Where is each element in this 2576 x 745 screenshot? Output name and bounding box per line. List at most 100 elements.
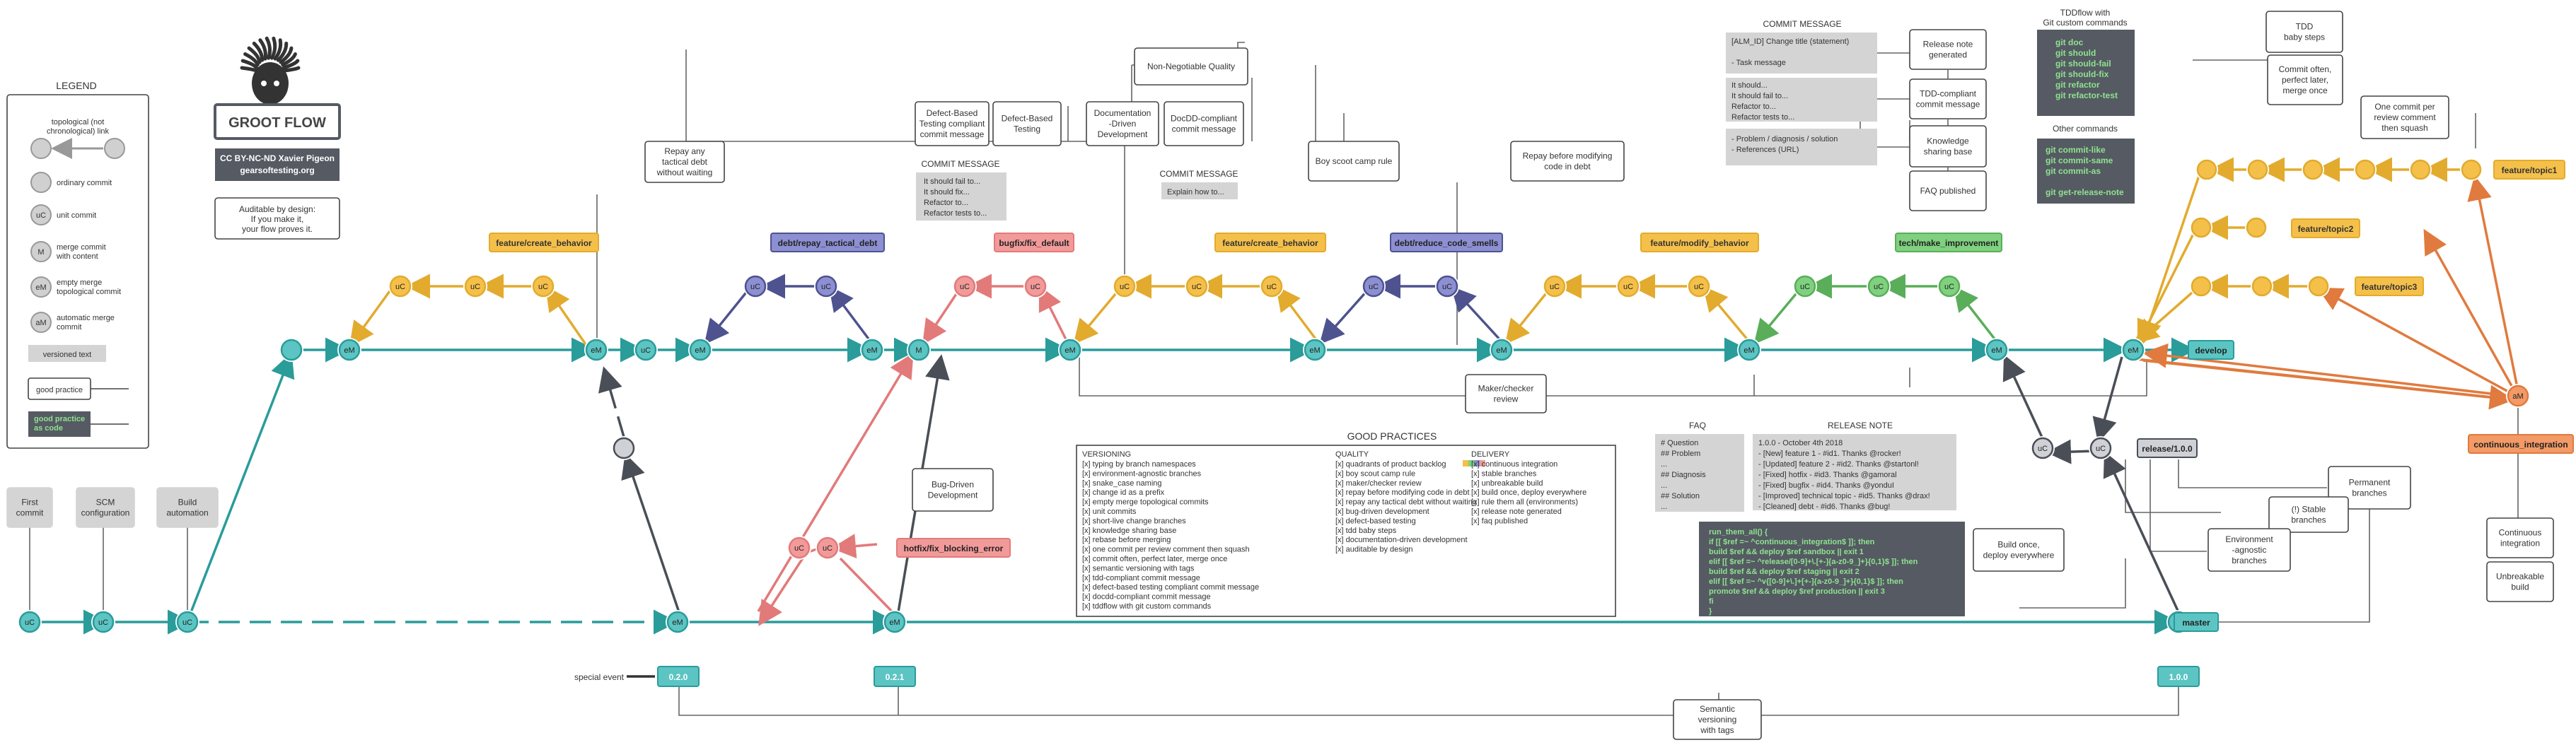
release-commit[interactable]: uC: [2031, 436, 2055, 460]
faq-line: ## Problem: [1661, 450, 1700, 458]
build-automation-note-text: automation: [166, 508, 208, 518]
develop-merge-commit[interactable]: M: [907, 338, 931, 362]
quality-item: [x] repay any tactical debt without wait…: [1335, 498, 1477, 507]
branch-link: [1275, 286, 1318, 342]
hotfix-commit[interactable]: uC: [787, 536, 811, 560]
topic1-commit[interactable]: [2460, 158, 2483, 181]
topic1-commit[interactable]: [2246, 158, 2269, 181]
semantic-versioning-note-text: Semantic: [1700, 704, 1735, 714]
legend-text: commit: [57, 323, 81, 332]
versioning-item: [x] rebase before merging: [1082, 536, 1171, 544]
develop-commit[interactable]: eM: [1058, 338, 1082, 362]
master-commit-0-2-1[interactable]: eM: [883, 610, 907, 634]
commit-node-label: eM: [1496, 346, 1507, 355]
branch-feature-topic2[interactable]: feature/topic2: [2291, 218, 2360, 238]
commit-message-line: - Task message: [1731, 59, 1786, 67]
master-commit-first[interactable]: uC: [18, 610, 42, 634]
develop-commit[interactable]: eM: [1985, 338, 2009, 362]
develop-commit[interactable]: eM: [584, 338, 608, 362]
tag-0-2-1[interactable]: 0.2.1: [874, 666, 916, 687]
commit-node-label: uC: [1442, 283, 1452, 291]
topic1-commit[interactable]: [2354, 158, 2377, 181]
commit-node-label: uC: [538, 283, 548, 291]
ci-automerge-commit[interactable]: aM: [2506, 384, 2530, 408]
topic3-commit[interactable]: [2190, 275, 2212, 298]
master-commit-build[interactable]: uC: [175, 610, 199, 634]
topic1-commit[interactable]: [2195, 158, 2218, 181]
versioning-item: [x] change id as a prefix: [1082, 488, 1165, 497]
branch-name: continuous_integration: [2473, 440, 2568, 450]
feature-commit[interactable]: uC: [1185, 274, 1209, 298]
branch-feature-topic3[interactable]: feature/topic3: [2355, 276, 2424, 296]
branch-release[interactable]: release/1.0.0: [2137, 438, 2198, 458]
release-commit[interactable]: [612, 436, 636, 460]
feature-commit[interactable]: uC: [1687, 274, 1711, 298]
tag-1-0-0[interactable]: 1.0.0: [2157, 666, 2200, 687]
master-commit-scm[interactable]: uC: [91, 610, 115, 634]
versioning-item: [x] docdd-compliant commit message: [1082, 593, 1211, 602]
feature-commit[interactable]: uC: [388, 274, 412, 298]
tech-commit[interactable]: uC: [1793, 274, 1817, 298]
bugfix-commit[interactable]: uC: [1023, 274, 1048, 298]
branch-develop[interactable]: develop: [2188, 340, 2234, 360]
feature-commit[interactable]: uC: [463, 274, 487, 298]
topic1-commit[interactable]: [2302, 158, 2324, 181]
tech-commit[interactable]: uC: [1937, 274, 1961, 298]
topic3-commit[interactable]: [2307, 275, 2330, 298]
tdd-compliant-note-text: commit message: [1916, 100, 1980, 110]
branch-tech-make-improvement[interactable]: tech/make_improvement: [1895, 233, 2002, 252]
develop-first-commit[interactable]: [279, 338, 303, 362]
develop-commit[interactable]: eM: [1490, 338, 1514, 362]
commit-message-line: [ALM_ID] Change title (statement): [1731, 37, 1849, 46]
topic2-commit[interactable]: [2190, 216, 2212, 239]
feature-commit[interactable]: uC: [1616, 274, 1640, 298]
quality-item: [x] bug-driven development: [1335, 508, 1429, 516]
release-commit[interactable]: uC: [2089, 436, 2113, 460]
develop-commit[interactable]: eM: [860, 338, 884, 362]
branch-link: [621, 453, 680, 613]
bugfix-commit[interactable]: uC: [953, 274, 977, 298]
branch-link: [1073, 288, 1120, 345]
tech-commit[interactable]: uC: [1867, 274, 1891, 298]
good-practices-title: GOOD PRACTICES: [1347, 430, 1437, 442]
develop-commit[interactable]: uC: [634, 338, 658, 362]
develop-commit[interactable]: eM: [2121, 338, 2145, 362]
develop-commit[interactable]: eM: [1737, 338, 1761, 362]
branch-continuous-integration[interactable]: continuous_integration: [2468, 434, 2574, 454]
branch-debt-reduce-code-smells[interactable]: debt/reduce_code_smells: [1390, 233, 1503, 252]
branch-feature-topic1[interactable]: feature/topic1: [2493, 160, 2565, 180]
topic1-commit[interactable]: [2409, 158, 2432, 181]
feature-commit[interactable]: uC: [1543, 274, 1567, 298]
tag-0-2-0[interactable]: 0.2.0: [657, 666, 700, 687]
debt-commit[interactable]: uC: [1435, 274, 1459, 298]
branch-hotfix[interactable]: hotfix/fix_blocking_error: [896, 538, 1011, 558]
feature-commit[interactable]: uC: [1113, 274, 1137, 298]
branch-feature-modify-behavior[interactable]: feature/modify_behavior: [1640, 233, 1759, 252]
topic2-commit[interactable]: [2245, 216, 2268, 239]
branch-feature-create-behavior[interactable]: feature/create_behavior: [489, 233, 599, 252]
debt-commit[interactable]: uC: [743, 274, 767, 298]
branch-link: [2103, 451, 2180, 613]
commit-node-label: eM: [344, 346, 354, 355]
hotfix-commit[interactable]: uC: [816, 536, 840, 560]
legend-text: automatic merge: [57, 314, 115, 322]
branch-feature-create-behavior-2[interactable]: feature/create_behavior: [1214, 233, 1326, 252]
feature-commit[interactable]: uC: [1260, 274, 1284, 298]
develop-commit[interactable]: eM: [337, 338, 361, 362]
debt-commit[interactable]: uC: [814, 274, 838, 298]
master-commit-0-2-0[interactable]: eM: [666, 610, 690, 634]
branch-master[interactable]: master: [2174, 612, 2219, 632]
defect-based-compliant-note-text: commit message: [920, 129, 985, 139]
debt-commit[interactable]: uC: [1362, 274, 1386, 298]
branch-debt-repay-tactical-debt[interactable]: debt/repay_tactical_debt: [770, 233, 885, 252]
commit-node-label: uC: [823, 544, 832, 553]
topic3-commit[interactable]: [2251, 275, 2273, 298]
branch-name: 0.2.1: [886, 672, 905, 682]
develop-commit[interactable]: eM: [1303, 338, 1327, 362]
develop-commit[interactable]: eM: [688, 338, 712, 362]
feature-commit[interactable]: uC: [531, 274, 555, 298]
branch-bugfix-fix-default[interactable]: bugfix/fix_default: [994, 233, 1074, 252]
